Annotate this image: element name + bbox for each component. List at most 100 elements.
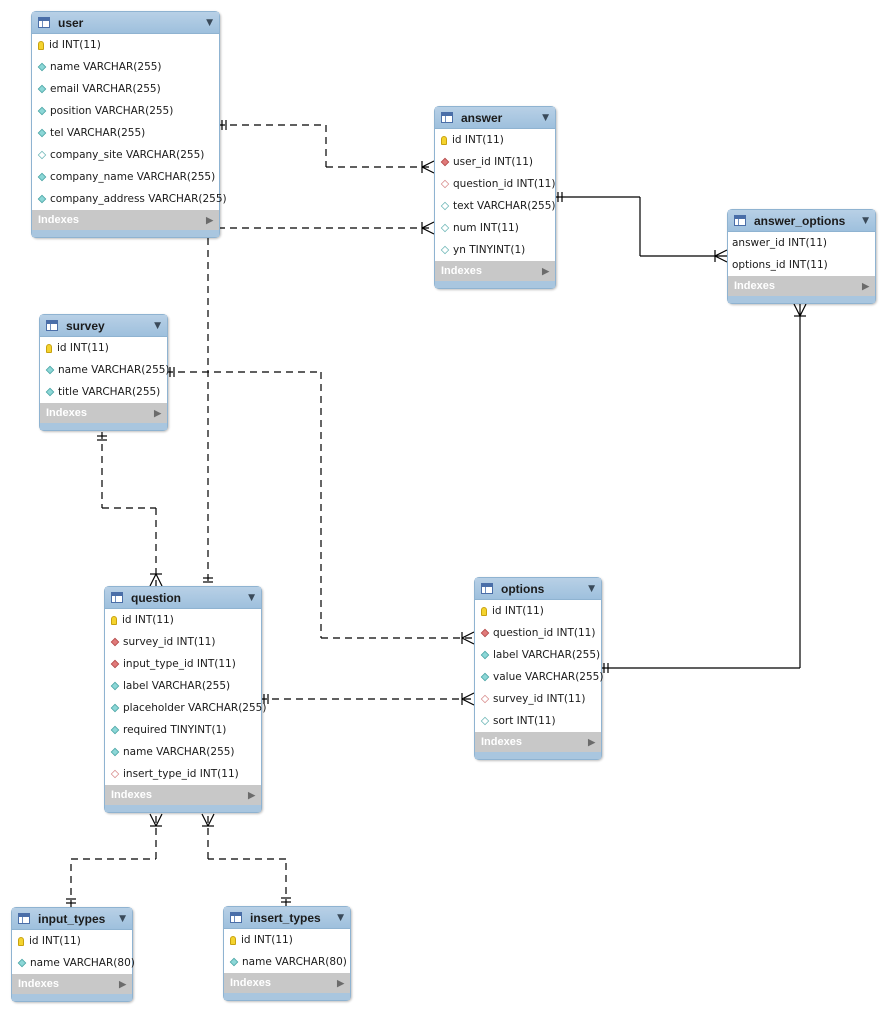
column-row[interactable]: num INT(11) (435, 217, 555, 239)
table-header[interactable]: input_types▼ (12, 908, 132, 930)
collapse-toggle-icon[interactable]: ▼ (542, 112, 549, 123)
table-header[interactable]: survey▼ (40, 315, 167, 337)
nullable-column-icon (440, 245, 450, 255)
many-cardinality-mark (207, 813, 215, 827)
column-row[interactable]: name VARCHAR(255) (32, 56, 219, 78)
table-answer-options[interactable]: answer_options ▼ answer_id INT(11) options_… (727, 209, 876, 304)
table-user[interactable]: user▼id INT(11)name VARCHAR(255) email VA… (31, 11, 227, 238)
collapse-toggle-icon[interactable]: ▼ (206, 17, 213, 28)
indexes-section[interactable]: Indexes▶ (435, 261, 555, 281)
column-row[interactable]: required TINYINT(1) (105, 719, 261, 741)
column-label: value VARCHAR(255) (493, 671, 604, 683)
column-row[interactable]: email VARCHAR(255) (32, 78, 219, 100)
indexes-section[interactable]: Indexes▶ (728, 276, 875, 296)
expand-arrow-icon[interactable]: ▶ (154, 407, 161, 418)
column-row[interactable]: question_id INT(11) (435, 173, 555, 195)
collapse-toggle-icon[interactable]: ▼ (154, 320, 161, 331)
expand-arrow-icon[interactable]: ▶ (248, 789, 255, 800)
column-row[interactable]: company_address VARCHAR(255) (32, 188, 227, 210)
column-label: input_type_id INT(11) (123, 658, 236, 670)
column-row[interactable]: name VARCHAR(255) (105, 741, 261, 763)
column-label: required TINYINT(1) (123, 724, 227, 736)
expand-arrow-icon[interactable]: ▶ (337, 977, 344, 988)
column-label: title VARCHAR(255) (58, 386, 161, 398)
column-label: options_id INT(11) (732, 259, 828, 271)
indexes-section[interactable]: Indexes▶ (224, 973, 350, 993)
table-header[interactable]: insert_types▼ (224, 907, 350, 929)
column-row[interactable]: id INT(11) (12, 930, 132, 952)
indexes-section[interactable]: Indexes▶ (40, 403, 167, 423)
column-row[interactable]: insert_type_id INT(11) (105, 763, 261, 785)
table-header[interactable]: answer ▼ (435, 107, 555, 129)
table-options[interactable]: options▼id INT(11)question_id INT(11)lab… (474, 577, 604, 760)
table-question[interactable]: question ▼ id INT(11)survey_id INT(11) inpu… (104, 586, 266, 813)
column-row[interactable]: sort INT(11) (475, 710, 601, 732)
column-row[interactable]: position VARCHAR(255) (32, 100, 219, 122)
column-row[interactable]: tel VARCHAR(255) (32, 122, 219, 144)
column-row[interactable]: survey_id INT(11) (475, 688, 601, 710)
table-footer (224, 993, 350, 1000)
table-icon (18, 913, 30, 924)
indexes-section[interactable]: Indexes▶ (105, 785, 261, 805)
table-input-types[interactable]: input_types▼id INT(11)name VARCHAR(80)In… (11, 907, 135, 1002)
table-title: answer_options (754, 213, 846, 228)
table-answer[interactable]: answer ▼ id INT(11)user_id INT(11)question… (434, 106, 556, 289)
column-row[interactable]: name VARCHAR(80) (12, 952, 135, 974)
column-row[interactable]: id INT(11) (224, 929, 350, 951)
column-row[interactable]: name VARCHAR(255) (40, 359, 170, 381)
table-header[interactable]: options▼ (475, 578, 601, 600)
column-row[interactable]: survey_id INT(11) (105, 631, 261, 653)
collapse-toggle-icon[interactable]: ▼ (248, 592, 255, 603)
column-row[interactable]: id INT(11) (40, 337, 167, 359)
column-row[interactable]: company_name VARCHAR(255) (32, 166, 219, 188)
column-label: email VARCHAR(255) (50, 83, 161, 95)
expand-arrow-icon[interactable]: ▶ (588, 736, 595, 747)
column-row[interactable]: id INT(11) (32, 34, 219, 56)
primary-key-icon (111, 615, 117, 625)
table-header[interactable]: question ▼ (105, 587, 261, 609)
collapse-toggle-icon[interactable]: ▼ (862, 215, 869, 226)
column-row[interactable]: question_id INT(11) (475, 622, 601, 644)
column-row[interactable]: label VARCHAR(255) (105, 675, 261, 697)
table-header[interactable]: answer_options ▼ (728, 210, 875, 232)
column-row[interactable]: company_site VARCHAR(255) (32, 144, 219, 166)
column-row[interactable]: name VARCHAR(80) (224, 951, 350, 973)
table-icon (441, 112, 453, 123)
table-footer (105, 805, 261, 812)
column-row[interactable]: value VARCHAR(255) (475, 666, 604, 688)
column-row[interactable]: id INT(11) (475, 600, 601, 622)
column-row[interactable]: input_type_id INT(11) (105, 653, 261, 675)
table-title: answer (461, 110, 503, 125)
table-insert-types[interactable]: insert_types▼id INT(11)name VARCHAR(80)I… (223, 906, 351, 1001)
column-row[interactable]: text VARCHAR(255) (435, 195, 555, 217)
column-row[interactable]: user_id INT(11) (435, 151, 555, 173)
column-label: name VARCHAR(255) (58, 364, 170, 376)
table-header[interactable]: user▼ (32, 12, 219, 34)
collapse-toggle-icon[interactable]: ▼ (119, 913, 126, 924)
column-row[interactable]: answer_id INT(11) (728, 232, 875, 254)
foreign-key-icon (110, 637, 120, 647)
expand-arrow-icon[interactable]: ▶ (119, 978, 126, 989)
indexes-section[interactable]: Indexes▶ (32, 210, 219, 230)
column-row[interactable]: options_id INT(11) (728, 254, 875, 276)
indexes-section[interactable]: Indexes▶ (12, 974, 132, 994)
expand-arrow-icon[interactable]: ▶ (862, 280, 869, 291)
column-label: num INT(11) (453, 222, 519, 234)
table-title: question (131, 590, 181, 605)
indexes-section[interactable]: Indexes▶ (475, 732, 601, 752)
collapse-toggle-icon[interactable]: ▼ (337, 912, 344, 923)
table-icon (38, 17, 50, 28)
column-row[interactable]: yn TINYINT(1) (435, 239, 555, 261)
collapse-toggle-icon[interactable]: ▼ (588, 583, 595, 594)
many-cardinality-mark (421, 160, 435, 168)
table-survey[interactable]: survey▼id INT(11) name VARCHAR(255) title … (39, 314, 170, 431)
column-row[interactable]: placeholder VARCHAR(255) (105, 697, 266, 719)
column-icon (37, 62, 47, 72)
expand-arrow-icon[interactable]: ▶ (542, 265, 549, 276)
expand-arrow-icon[interactable]: ▶ (206, 214, 213, 225)
column-row[interactable]: title VARCHAR(255) (40, 381, 167, 403)
column-row[interactable]: label VARCHAR(255) (475, 644, 601, 666)
column-row[interactable]: id INT(11) (435, 129, 555, 151)
primary-key-icon (481, 606, 487, 616)
column-row[interactable]: id INT(11) (105, 609, 261, 631)
